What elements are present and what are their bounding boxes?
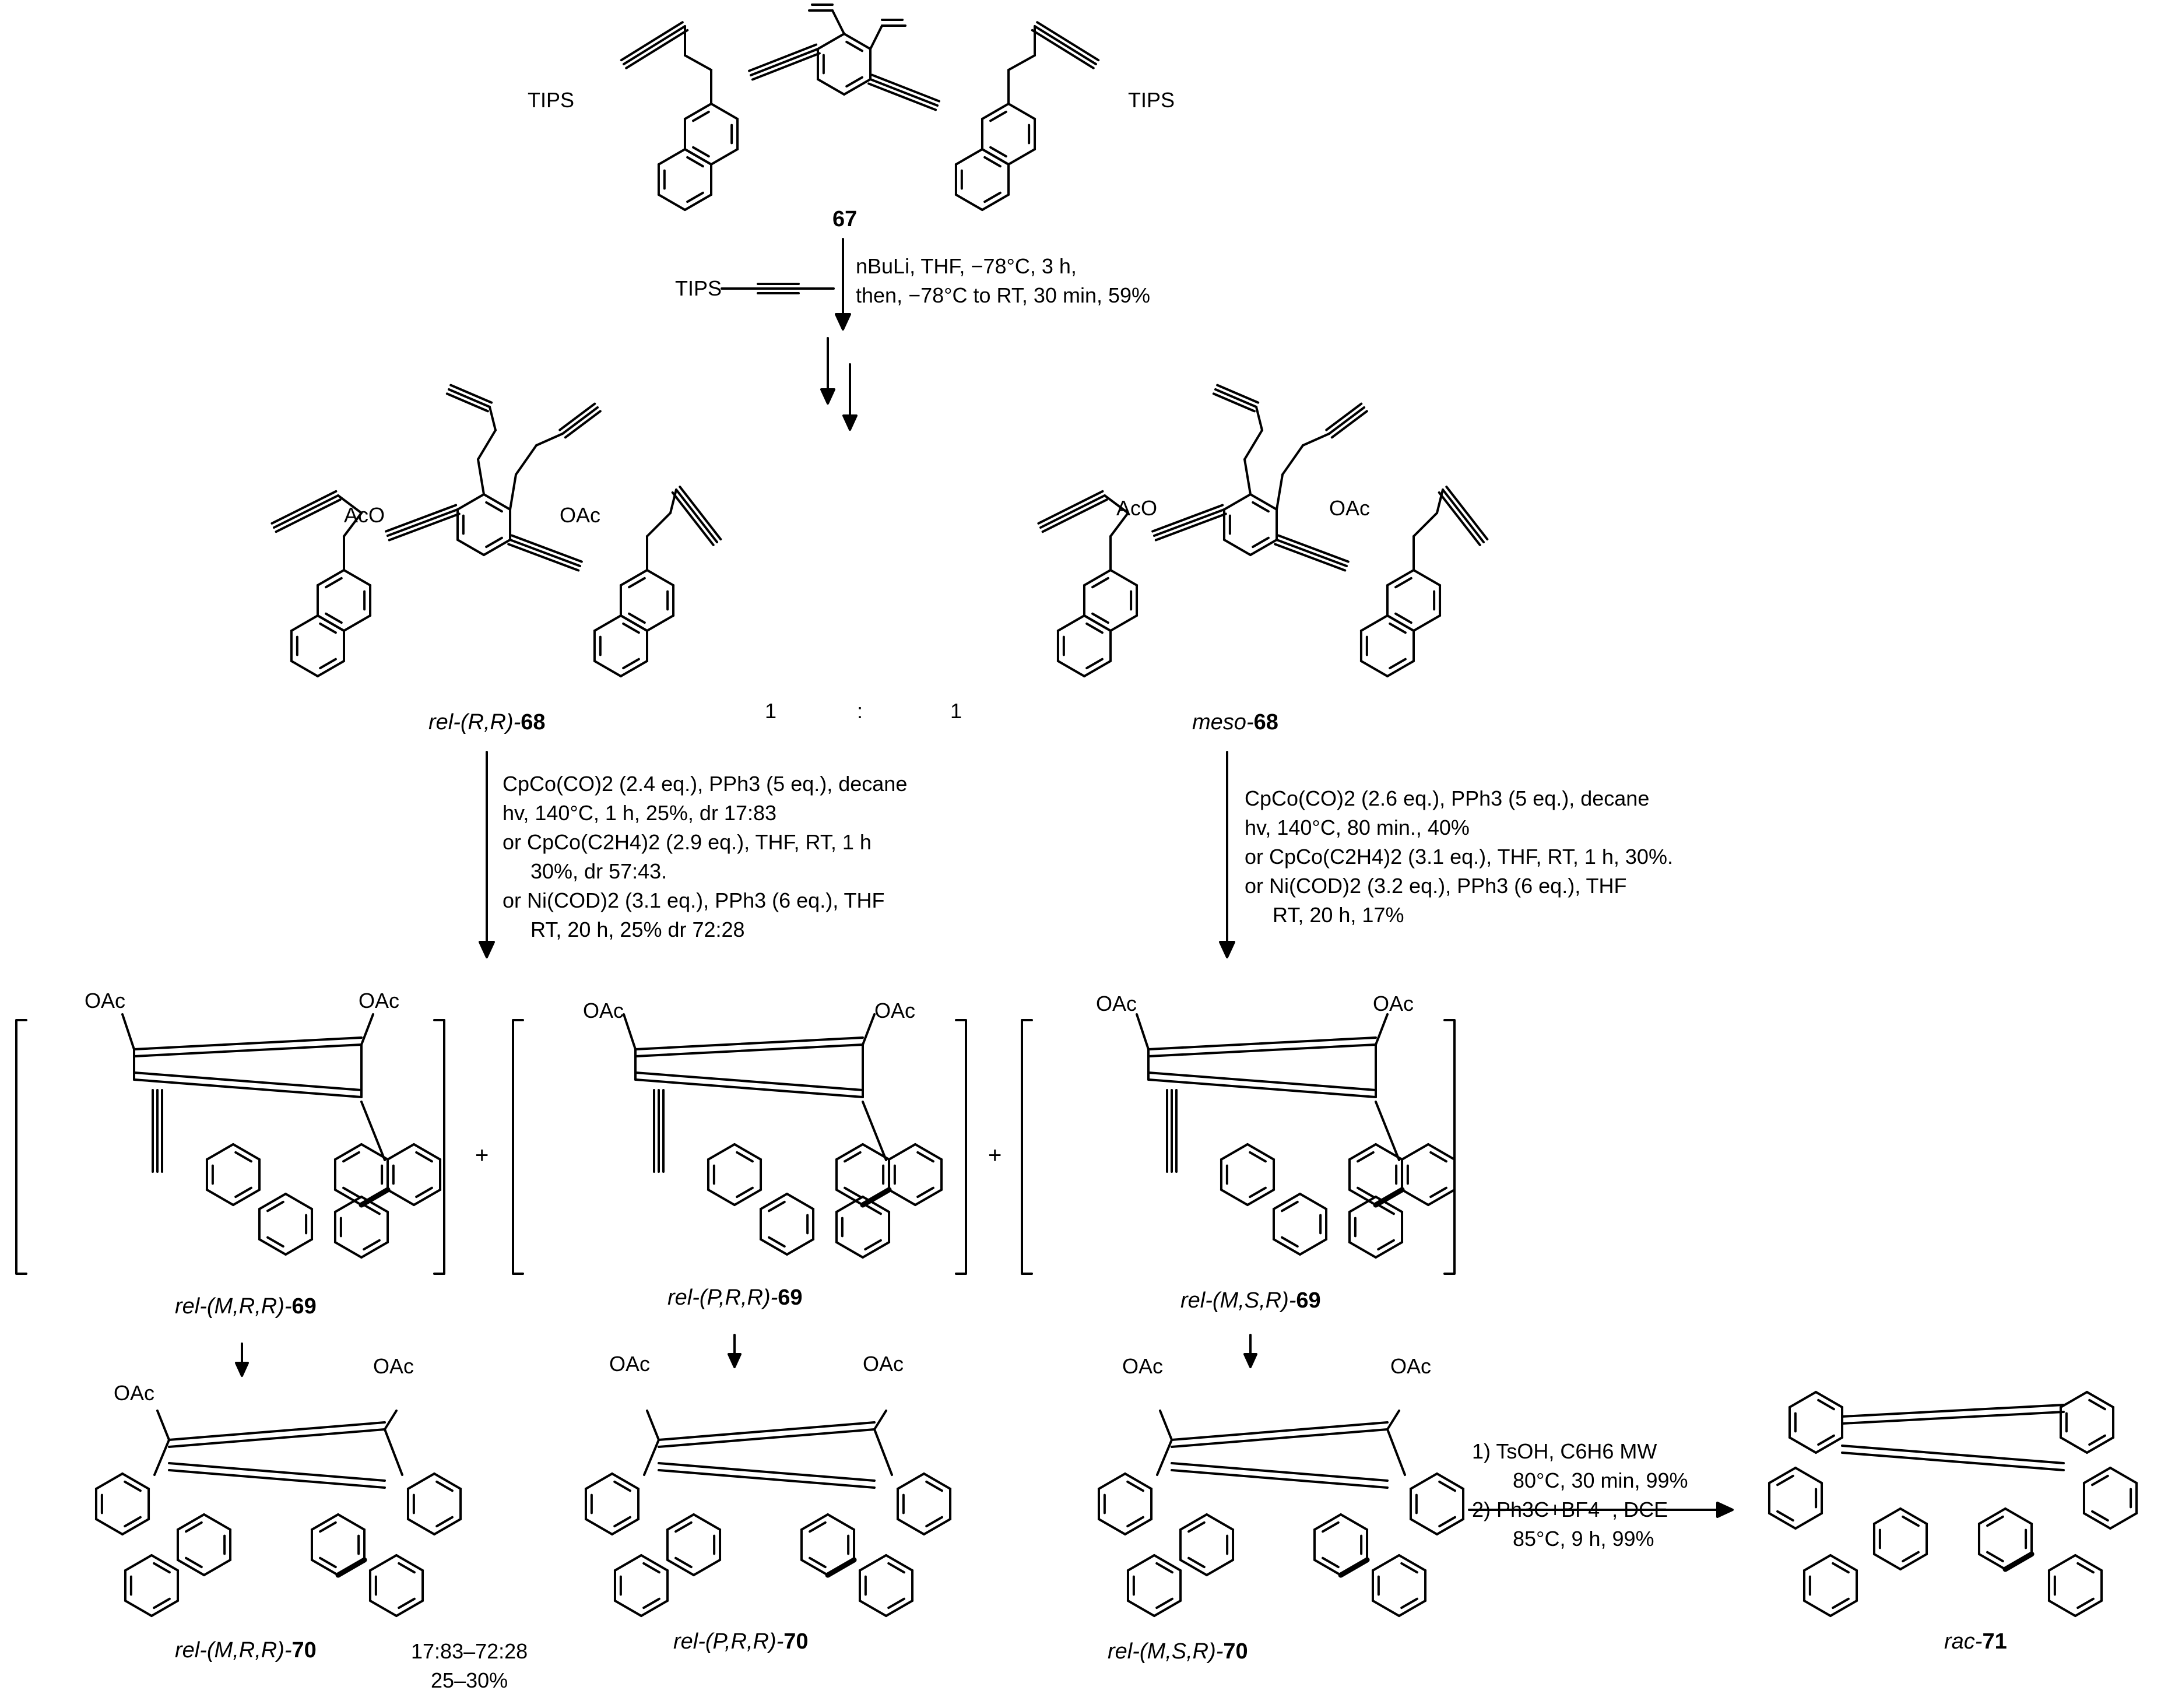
- oac-label-69c-left: OAc: [1096, 992, 1137, 1015]
- compound-70a-structure: [94, 1410, 462, 1617]
- compound-69c-label: rel-(M,S,R)-69: [1180, 1288, 1321, 1313]
- left-cond-line4: 30%, dr 57:43.: [530, 859, 667, 883]
- step1-line1: nBuLi, THF, −78°C, 3 h,: [856, 254, 1077, 278]
- right-cond-line1: CpCo(CO)2 (2.6 eq.), PPh3 (5 eq.), decan…: [1245, 786, 1650, 810]
- aco-label-68b: AcO: [1116, 496, 1158, 520]
- reaction-arrows: [235, 238, 1734, 1518]
- compound-68b-label: meso-68: [1192, 710, 1278, 734]
- oac-label-68a: OAc: [560, 503, 601, 527]
- left-cond-line3: or CpCo(C2H4)2 (2.9 eq.), THF, RT, 1 h: [503, 830, 872, 854]
- right-cyclization-conditions: CpCo(CO)2 (2.6 eq.), PPh3 (5 eq.), decan…: [1245, 784, 1673, 930]
- right-cond-line4: or Ni(COD)2 (3.2 eq.), PPh3 (6 eq.), THF: [1245, 874, 1627, 898]
- brackets: [15, 1019, 1456, 1275]
- compound-70b-structure: [584, 1410, 952, 1617]
- step1-conditions: nBuLi, THF, −78°C, 3 h, then, −78°C to R…: [856, 252, 1150, 310]
- compound-71-structure: [1768, 1391, 2138, 1617]
- compound-68a-structure: [270, 384, 722, 677]
- oac-label-70a-right: OAc: [373, 1354, 414, 1378]
- ratio-value-1b: 1: [950, 699, 962, 723]
- oac-label-69a-right: OAc: [359, 989, 400, 1013]
- left-cond-line5: or Ni(COD)2 (3.1 eq.), PPh3 (6 eq.), THF: [503, 888, 885, 912]
- step1-line2: then, −78°C to RT, 30 min, 59%: [856, 283, 1151, 307]
- compound-70b-label: rel-(P,R,R)-70: [673, 1629, 809, 1654]
- ratio-value-1a: 1: [765, 699, 777, 723]
- final-cond-line2: 80°C, 30 min, 99%: [1513, 1468, 1688, 1492]
- compound-70c-structure: [1097, 1410, 1465, 1617]
- yield-note-line1: 17:83–72:28: [411, 1639, 528, 1663]
- ratio-separator: :: [857, 699, 863, 723]
- compound-69c-structure: [1136, 1013, 1456, 1259]
- compound-67-label: 67: [832, 207, 858, 231]
- final-cond-line1: 1) TsOH, C6H6 MW: [1472, 1439, 1657, 1463]
- plus-sign-2: +: [988, 1143, 1002, 1168]
- final-cond-line4: 85°C, 9 h, 99%: [1513, 1527, 1654, 1551]
- aco-label-68a: AcO: [344, 503, 385, 527]
- tips-reagent-label: TIPS: [675, 276, 722, 300]
- left-cond-line1: CpCo(CO)2 (2.4 eq.), PPh3 (5 eq.), decan…: [503, 772, 908, 796]
- left-cyclization-conditions: CpCo(CO)2 (2.4 eq.), PPh3 (5 eq.), decan…: [503, 769, 907, 944]
- compound-69a-structure: [121, 1013, 442, 1259]
- left-cond-line6: RT, 20 h, 25% dr 72:28: [530, 918, 745, 941]
- right-cond-line2: hv, 140°C, 80 min., 40%: [1245, 816, 1470, 839]
- left-cond-line2: hv, 140°C, 1 h, 25%, dr 17:83: [503, 801, 777, 825]
- tips-acetylene-reagent: [721, 283, 835, 294]
- oac-label-69b-right: OAc: [874, 999, 916, 1022]
- yield-note-line2: 25–30%: [431, 1668, 508, 1692]
- yield-note: 17:83–72:28 25–30%: [411, 1637, 528, 1695]
- compound-71-label: rac-71: [1944, 1629, 2007, 1654]
- compound-69b-label: rel-(P,R,R)-69: [667, 1285, 803, 1310]
- oac-label-70c-right: OAc: [1390, 1354, 1432, 1378]
- oac-label-70b-left: OAc: [609, 1352, 651, 1376]
- oac-label-69b-left: OAc: [583, 999, 624, 1022]
- compound-69b-structure: [623, 1013, 943, 1259]
- right-cond-line3: or CpCo(C2H4)2 (3.1 eq.), THF, RT, 1 h, …: [1245, 845, 1673, 869]
- compound-68b-structure: [1037, 384, 1489, 677]
- tips-label-right: TIPS: [1128, 88, 1175, 112]
- oac-label-69a-left: OAc: [85, 989, 126, 1013]
- compound-70a-label: rel-(M,R,R)-70: [175, 1638, 317, 1663]
- oac-label-70a-left: OAc: [114, 1381, 155, 1405]
- compound-69a-label: rel-(M,R,R)-69: [175, 1294, 317, 1319]
- compound-67-structure: [620, 3, 1100, 211]
- final-cond-line3: 2) Ph3C+BF4−, DCE: [1472, 1498, 1668, 1521]
- tips-label-left: TIPS: [528, 88, 575, 112]
- plus-sign-1: +: [475, 1143, 489, 1168]
- oac-label-69c-right: OAc: [1373, 992, 1414, 1015]
- compound-68a-label: rel-(R,R)-68: [428, 710, 546, 734]
- right-cond-line5: RT, 20 h, 17%: [1273, 903, 1404, 927]
- oac-label-68b: OAc: [1329, 496, 1371, 520]
- oac-label-70b-right: OAc: [863, 1352, 904, 1376]
- final-conditions: 1) TsOH, C6H6 MW 80°C, 30 min, 99% 2) Ph…: [1472, 1437, 1688, 1554]
- oac-label-70c-left: OAc: [1122, 1354, 1164, 1378]
- compound-70c-label: rel-(M,S,R)-70: [1108, 1639, 1248, 1664]
